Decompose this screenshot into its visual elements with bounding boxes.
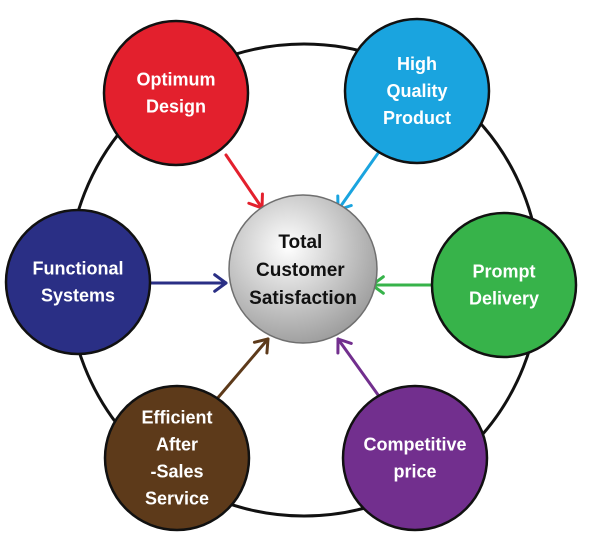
optimum-design-label-line: Optimum: [137, 70, 216, 90]
prompt-delivery-label-line: Delivery: [469, 289, 539, 309]
efficient-after-sales-service-arrow: [214, 337, 270, 402]
competitive-price-label: Competitive price: [363, 435, 466, 482]
high-quality-product-circle: [343, 17, 491, 165]
functional-systems-label-line: Functional: [33, 259, 124, 279]
competitive-price-circle: [341, 384, 489, 532]
competitive-price-label-line: price: [393, 462, 436, 482]
center-circle: [228, 194, 378, 344]
efficient-after-sales-service-label-line: -Sales: [150, 462, 203, 482]
high-quality-product-label-line: High: [397, 54, 437, 74]
high-quality-product-label-line: Product: [383, 108, 451, 128]
high-quality-product-arrow: [336, 147, 383, 212]
optimum-design-arrow: [224, 153, 264, 210]
optimum-design-circle: [102, 19, 250, 167]
competitive-price-node: Competitive price: [341, 384, 489, 532]
competitive-price-arrow: [336, 337, 383, 401]
competitive-price-label-line: Competitive: [363, 435, 466, 455]
functional-systems-arrowhead: [213, 273, 228, 293]
efficient-after-sales-service-label-line: After: [156, 435, 198, 455]
center-label: Total Customer Satisfaction: [249, 232, 357, 309]
efficient-after-sales-service-label-line: Efficient: [141, 408, 212, 428]
efficient-after-sales-service-label-line: Service: [145, 489, 209, 509]
center-line-3: Satisfaction: [249, 288, 357, 309]
competitive-price-arrowhead: [336, 337, 353, 355]
optimum-design-label-line: Design: [146, 97, 206, 117]
prompt-delivery-circle: [430, 211, 578, 359]
functional-systems-label-line: Systems: [41, 286, 115, 306]
center-line-2: Customer: [256, 260, 345, 281]
arrows-layer: [148, 147, 436, 402]
center-line-1: Total: [278, 232, 322, 253]
prompt-delivery-label-line: Prompt: [473, 262, 536, 282]
functional-systems-circle: [4, 208, 152, 356]
high-quality-product-label-line: Quality: [386, 81, 447, 101]
efficient-after-sales-service-circle: [103, 384, 251, 532]
efficient-after-sales-service-arrowhead: [252, 337, 270, 355]
